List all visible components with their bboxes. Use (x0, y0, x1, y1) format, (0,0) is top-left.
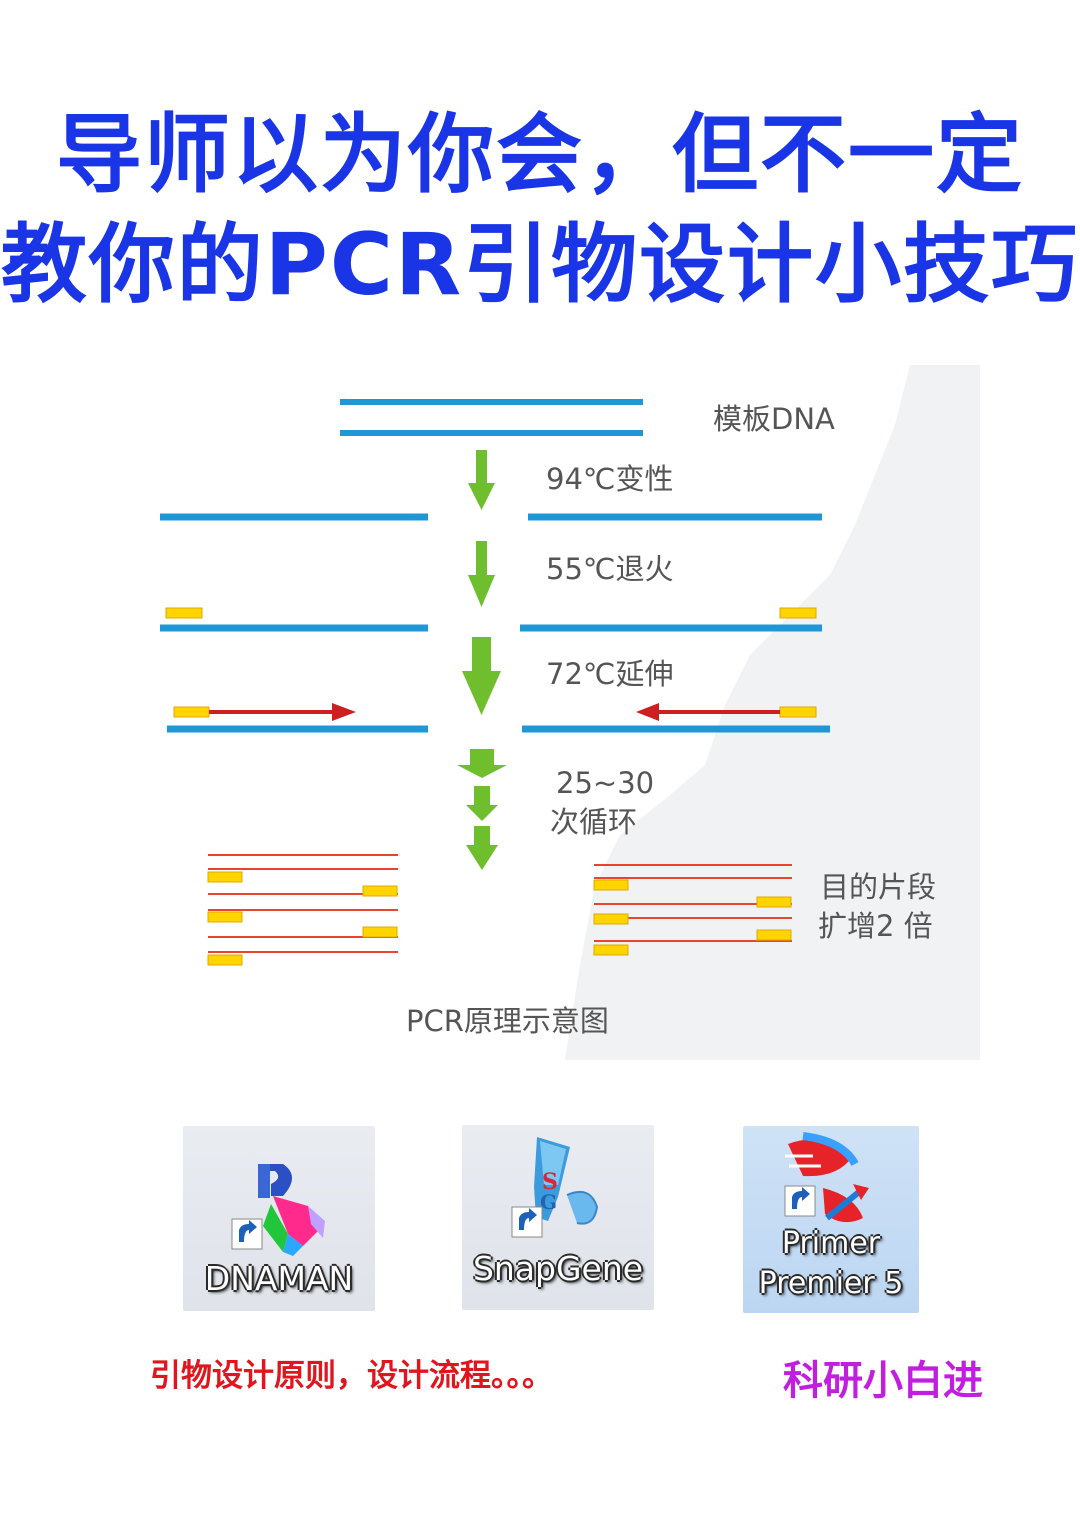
products-left (207, 854, 398, 966)
svg-text:G: G (540, 1190, 557, 1214)
products-right (593, 864, 792, 956)
pcr-diagram: 模板DNA 94℃变性 55℃退火 72℃延伸 25~30 次循环 (160, 365, 980, 1060)
primer-premier-label-1: Primer (781, 1226, 881, 1261)
label-extend: 72℃延伸 (546, 657, 673, 691)
step-arrow-icon (468, 450, 495, 510)
label-result-2: 扩增2 倍 (818, 909, 933, 943)
label-anneal: 55℃退火 (546, 552, 673, 586)
primer-left (165, 607, 203, 619)
dnaman-icon (231, 1164, 325, 1256)
step-arrow-icon (468, 541, 495, 607)
dnaman-shortcut[interactable]: DNAMAN (183, 1126, 375, 1311)
snapgene-icon: S G (511, 1137, 599, 1238)
primer-premier-icon (784, 1132, 869, 1223)
primer-premier-shortcut[interactable]: Primer Premier 5 (743, 1126, 919, 1313)
title-line-1: 导师以为你会，但不一定 (56, 105, 1024, 205)
primer-right (779, 607, 817, 619)
snapgene-label: SnapGene (472, 1249, 644, 1288)
label-template: 模板DNA (713, 402, 835, 436)
dnaman-label: DNAMAN (204, 1259, 354, 1298)
label-result-1: 目的片段 (820, 870, 936, 904)
label-cycles-1: 25~30 (556, 766, 654, 800)
label-cycles-2: 次循环 (550, 805, 637, 839)
label-denature: 94℃变性 (546, 462, 673, 496)
primer-left (173, 706, 210, 718)
footer-brand: 科研小白进 (783, 1358, 983, 1404)
footer-caption: 引物设计原则，设计流程。。。 (150, 1358, 553, 1394)
cycle-arrows-icon (457, 749, 507, 870)
extension-arrowhead-left (332, 703, 356, 721)
primer-premier-label-2: Premier 5 (758, 1266, 904, 1301)
svg-text:S: S (542, 1169, 558, 1195)
snapgene-shortcut[interactable]: S G SnapGene (462, 1125, 654, 1310)
extension-arrowhead-right (636, 703, 659, 721)
step-arrow-icon (462, 637, 501, 715)
diagram-caption: PCR原理示意图 (406, 1004, 609, 1038)
primer-right (779, 706, 817, 718)
title-line-2: 教你的PCR引物设计小技巧 (0, 215, 1080, 315)
